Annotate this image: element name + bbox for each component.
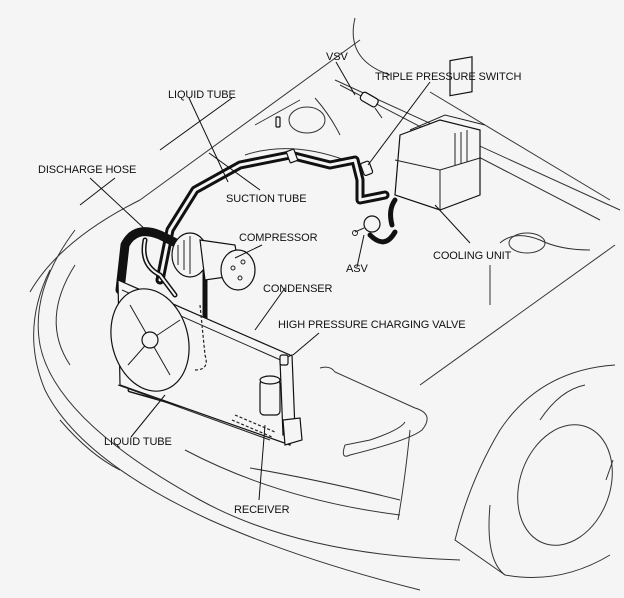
label-triple-pressure-switch: TRIPLE PRESSURE SWITCH — [375, 71, 521, 83]
compressor — [171, 232, 256, 291]
label-suction-tube: SUCTION TUBE — [226, 193, 307, 205]
cooling-unit — [388, 56, 486, 228]
label-vsv: VSV — [326, 51, 348, 63]
high-pressure-charging-valve — [279, 354, 289, 366]
asv-valve — [352, 215, 381, 236]
label-cooling-unit: COOLING UNIT — [433, 250, 512, 262]
label-high-pressure-charging-valve: HIGH PRESSURE CHARGING VALVE — [278, 319, 466, 331]
label-liquid-tube-upper: LIQUID TUBE — [168, 89, 236, 101]
component-labels: VSV TRIPLE PRESSURE SWITCH LIQUID TUBE D… — [38, 51, 522, 516]
label-receiver: RECEIVER — [234, 504, 290, 516]
label-asv: ASV — [346, 263, 368, 275]
cooling-fan — [110, 288, 190, 392]
label-liquid-tube-lower: LIQUID TUBE — [104, 436, 172, 448]
hose-clamps — [275, 116, 299, 164]
label-compressor: COMPRESSOR — [239, 232, 318, 244]
vsv-valve — [359, 91, 383, 119]
label-discharge-hose: DISCHARGE HOSE — [38, 164, 136, 176]
label-condenser: CONDENSER — [263, 283, 333, 295]
leader-lines — [79, 61, 471, 501]
triple-pressure-switch — [360, 160, 374, 176]
